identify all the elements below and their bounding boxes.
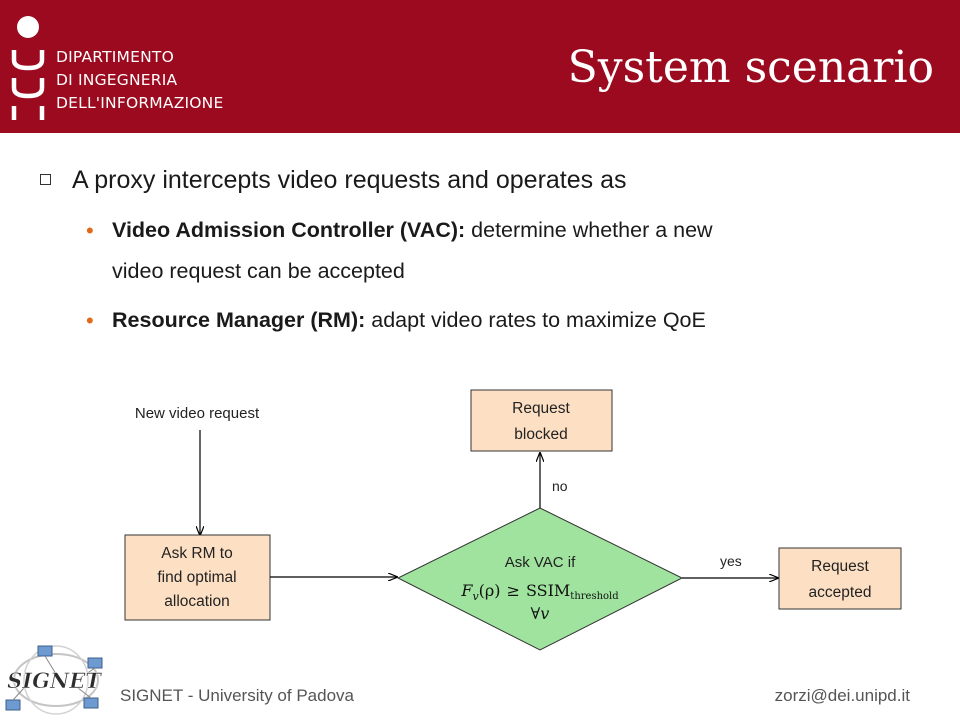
ask-rm-line-1: Ask RM to	[161, 545, 232, 562]
rm-description: adapt video rates to maximize QoE	[365, 308, 706, 332]
department-name: DIPARTIMENTO DI INGEGNERIA DELL'INFORMAZ…	[56, 46, 223, 115]
vac-description-line-1: determine whether a new	[465, 218, 713, 242]
request-accepted-box: Request accepted	[778, 547, 902, 610]
header-bar: DIPARTIMENTO DI INGEGNERIA DELL'INFORMAZ…	[0, 0, 960, 133]
unipd-logo-icon	[11, 16, 45, 120]
vac-condition: Fv(ρ)≥SSIMthreshold	[460, 581, 619, 603]
rm-term: Resource Manager (RM):	[112, 308, 366, 332]
accepted-line-1: Request	[811, 558, 869, 575]
sub-bullet-vac: • Video Admission Controller (VAC): dete…	[36, 210, 936, 292]
no-label: no	[552, 478, 568, 494]
vac-term: Video Admission Controller (VAC):	[112, 218, 466, 242]
signet-logo-text: SIGNET	[7, 668, 102, 693]
dot-bullet-icon: •	[86, 218, 94, 243]
vac-description-line-2: video request can be accepted	[112, 259, 405, 283]
ask-rm-line-3: allocation	[164, 593, 230, 610]
signet-logo-icon: SIGNET	[5, 645, 103, 715]
accepted-line-2: accepted	[809, 584, 872, 601]
dept-line-2: DI INGEGNERIA	[56, 71, 178, 89]
ask-rm-box: Ask RM to find optimal allocation	[124, 534, 271, 621]
square-bullet-icon	[40, 174, 51, 185]
new-request-label: New video request	[135, 405, 260, 422]
sub-bullet-rm: • Resource Manager (RM): adapt video rat…	[36, 300, 936, 341]
bullet-list: A proxy intercepts video requests and op…	[36, 158, 936, 341]
dot-bullet-icon: •	[86, 308, 94, 333]
main-bullet-text: A proxy intercepts video requests and op…	[72, 166, 627, 194]
main-bullet: A proxy intercepts video requests and op…	[36, 158, 936, 202]
request-blocked-box: Request blocked	[470, 389, 613, 452]
ask-rm-line-2: find optimal	[157, 569, 236, 586]
ask-vac-label: Ask VAC if	[505, 554, 576, 571]
yes-label: yes	[720, 553, 742, 569]
footer-email: zorzi@dei.unipd.it	[774, 686, 910, 705]
slide-title: System scenario	[567, 42, 934, 93]
ask-vac-decision: Ask VAC if Fv(ρ)≥SSIMthreshold ∀v	[396, 507, 684, 651]
dept-line-3: DELL'INFORMAZIONE	[56, 94, 224, 112]
vac-forall: ∀v	[531, 604, 550, 623]
footer-affiliation: SIGNET - University of Padova	[120, 686, 354, 705]
blocked-line-2: blocked	[514, 426, 567, 443]
dept-line-1: DIPARTIMENTO	[56, 48, 174, 66]
blocked-line-1: Request	[512, 400, 570, 417]
